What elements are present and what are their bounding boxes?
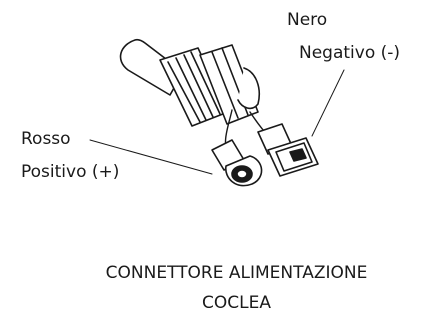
caption-title: CONNETTORE ALIMENTAZIONE	[105, 263, 368, 283]
negative-wire-color-label: Nero	[287, 10, 328, 30]
positive-polarity-label: Positivo (+)	[21, 162, 120, 182]
negative-polarity-label: Negativo (-)	[299, 43, 401, 63]
negative-leader-line	[311, 69, 345, 137]
positive-terminal	[211, 139, 263, 187]
caption-subtitle: COCLEA	[202, 293, 271, 313]
cable-gland	[159, 44, 260, 127]
negative-terminal	[257, 123, 319, 177]
positive-wire-color-label: Rosso	[21, 129, 71, 149]
positive-leader-line	[89, 139, 213, 175]
